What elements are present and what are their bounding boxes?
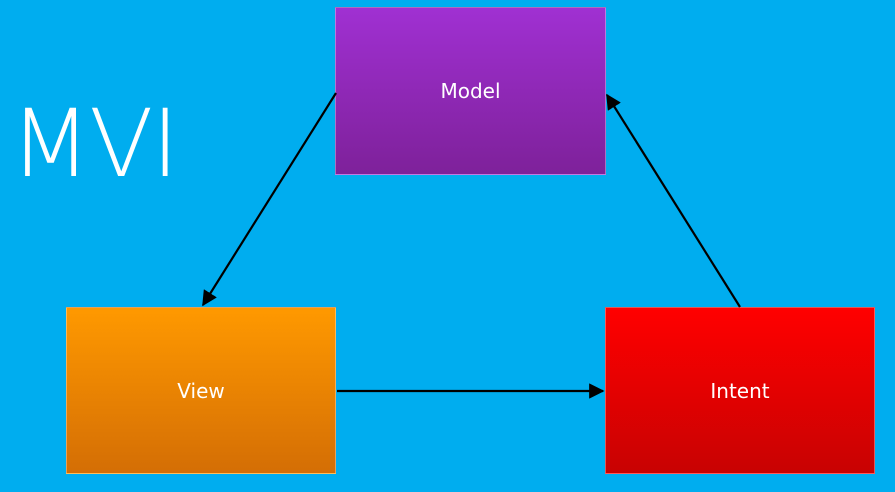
diagram-title: MVI [10,90,179,199]
model-node: Model [335,7,606,175]
intent-node: Intent [605,307,875,474]
model-node-label: Model [440,79,501,103]
arrow-model-to-view [202,92,337,307]
intent-node-label: Intent [710,378,770,403]
view-node: View [66,307,336,474]
view-node-label: View [177,378,225,403]
arrow-intent-to-model [606,93,741,308]
